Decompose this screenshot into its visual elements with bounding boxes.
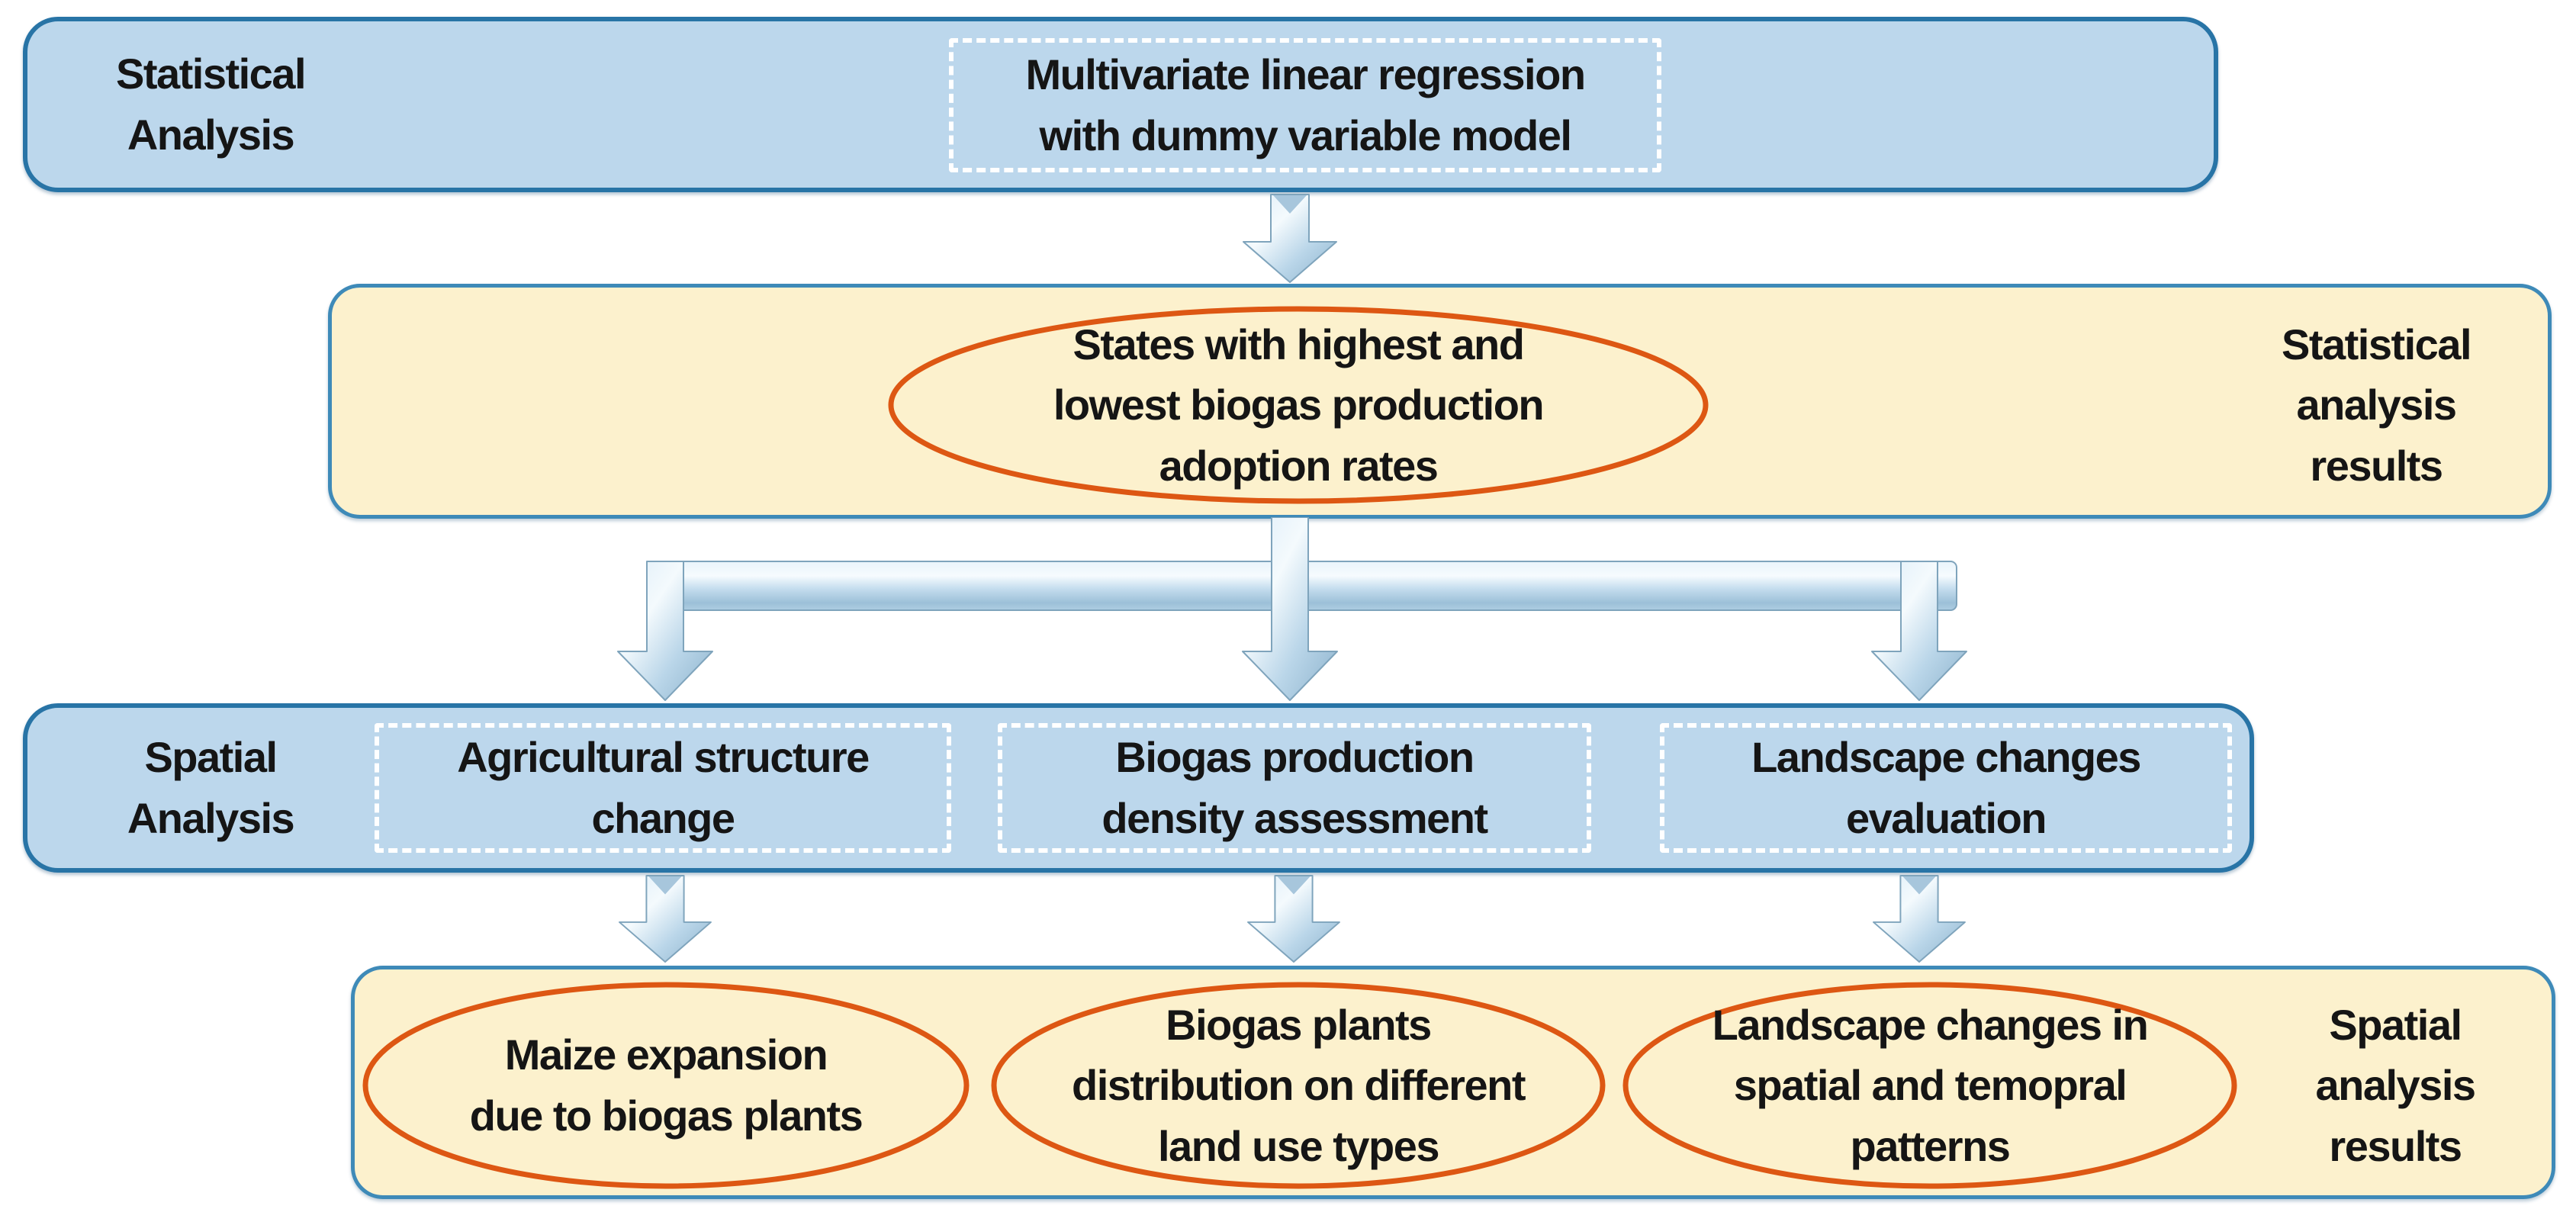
biogas-distribution-ellipse: Biogas plants distribution on different … bbox=[989, 980, 1607, 1191]
down-arrow-maize bbox=[619, 874, 712, 963]
maize-expansion-ellipse-outline bbox=[362, 982, 970, 1189]
agricultural-structure-text: Agricultural structure change bbox=[457, 733, 870, 842]
biogas-density-text: Biogas production density assessment bbox=[1101, 733, 1488, 842]
statistical-results-label-wrap: Statistical analysis results bbox=[2224, 294, 2529, 516]
spatial-analysis-row: Spatial Analysis Agricultural structure … bbox=[23, 703, 2254, 873]
biogas-density-box: Biogas production density assessment bbox=[998, 723, 1591, 853]
branch-arrow-right bbox=[1871, 561, 1967, 701]
landscape-evaluation-box: Landscape changes evaluation bbox=[1660, 723, 2232, 853]
agricultural-structure-box: Agricultural structure change bbox=[375, 723, 951, 853]
landscape-patterns-ellipse: Landscape changes in spatial and temopra… bbox=[1621, 980, 2239, 1191]
maize-expansion-text: Maize expansion due to biogas plants bbox=[469, 1031, 863, 1140]
landscape-patterns-ellipse-outline bbox=[1622, 982, 2237, 1189]
maize-expansion-ellipse: Maize expansion due to biogas plants bbox=[361, 980, 971, 1191]
regression-method-text: Multivariate linear regression with dumm… bbox=[1025, 50, 1586, 159]
statistical-analysis-label: Statistical Analysis bbox=[115, 50, 307, 159]
biogas-distribution-text: Biogas plants distribution on different … bbox=[1072, 1000, 1526, 1170]
branch-arrow-left bbox=[617, 561, 713, 701]
landscape-patterns-text: Landscape changes in spatial and temopra… bbox=[1712, 1000, 2149, 1170]
statistical-analysis-label-wrap: Statistical Analysis bbox=[43, 21, 378, 188]
statistical-results-label: Statistical analysis results bbox=[2281, 320, 2472, 490]
branch-arrow-center bbox=[1242, 517, 1338, 701]
spatial-results-label: Spatial analysis results bbox=[2315, 1000, 2476, 1170]
spatial-analysis-label: Spatial Analysis bbox=[127, 733, 295, 842]
split-connector bbox=[617, 517, 1967, 701]
spatial-results-label-wrap: Spatial analysis results bbox=[2243, 974, 2548, 1197]
states-adoption-ellipse: States with highest and lowest biogas pr… bbox=[886, 304, 1710, 506]
biogas-distribution-ellipse-outline bbox=[991, 982, 1606, 1189]
spatial-results-row: Maize expansion due to biogas plants Bio… bbox=[351, 966, 2555, 1199]
regression-method-box: Multivariate linear regression with dumm… bbox=[949, 38, 1661, 172]
down-arrow-statistical bbox=[1243, 194, 1337, 283]
spatial-analysis-label-wrap: Spatial Analysis bbox=[43, 708, 378, 868]
statistical-results-row: States with highest and lowest biogas pr… bbox=[328, 284, 2552, 519]
landscape-evaluation-text: Landscape changes evaluation bbox=[1751, 733, 2141, 842]
statistical-analysis-row: Statistical Analysis Multivariate linear… bbox=[23, 17, 2218, 192]
down-arrow-distribution bbox=[1247, 874, 1340, 963]
states-adoption-ellipse-outline bbox=[888, 306, 1709, 504]
states-adoption-text: States with highest and lowest biogas pr… bbox=[1053, 320, 1545, 490]
down-arrow-landscape bbox=[1873, 874, 1966, 963]
